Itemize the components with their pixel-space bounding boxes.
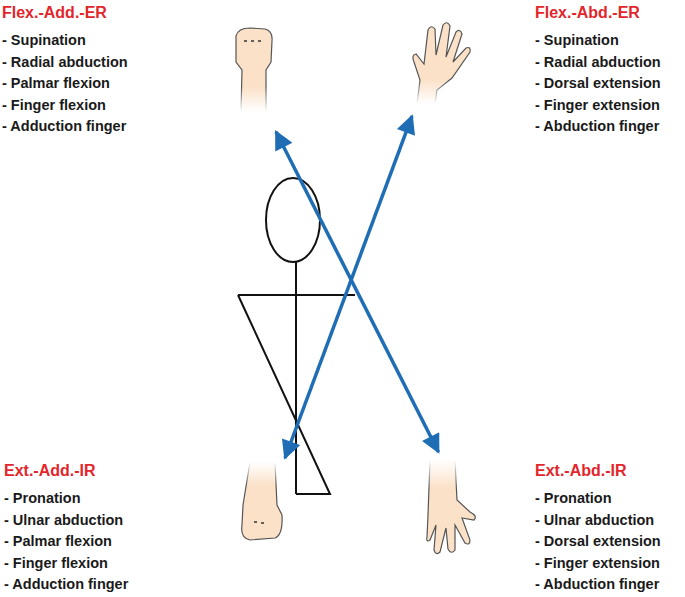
pattern-group: Flex.-Add.-ER - Supination- Radial abduct…: [0, 0, 276, 140]
hand-fist-down: [242, 462, 282, 540]
pattern-item: - Supination: [2, 30, 128, 52]
text-block: Flex.-Add.-ER - Supination- Radial abduct…: [2, 3, 128, 138]
pattern-item: - Pronation: [535, 488, 661, 510]
pattern-group: Flex.-Abd.-ER - Supination- Radial abduct…: [412, 0, 685, 140]
figure-head: [266, 178, 320, 262]
pattern-item: - Finger flexion: [2, 95, 128, 117]
pattern-group: Ext.-Add.-IR - Pronation- Ulnar abduction…: [0, 458, 292, 597]
pattern-item: - Adduction finger: [2, 116, 128, 138]
pattern-item: - Ulnar abduction: [535, 510, 661, 532]
pattern-item: - Finger extension: [535, 95, 661, 117]
pattern-item: - Finger extension: [535, 553, 661, 575]
pattern-item: - Dorsal extension: [535, 73, 661, 95]
pattern-item: - Finger flexion: [4, 553, 128, 575]
text-block: Ext.-Abd.-IR - Pronation- Ulnar abduction…: [535, 461, 661, 596]
pattern-item: - Radial abduction: [2, 52, 128, 74]
pattern-item: - Radial abduction: [535, 52, 661, 74]
hand-open-down: [427, 460, 476, 554]
connector-group: [285, 116, 412, 458]
stick-figure: [238, 178, 355, 494]
pattern-item: - Dorsal extension: [535, 531, 661, 553]
pattern-group: Ext.-Abd.-IR - Pronation- Ulnar abduction…: [422, 452, 685, 597]
pattern-item: - Palmar flexion: [2, 73, 128, 95]
connector-group: [276, 132, 438, 452]
figure-body: [295, 262, 297, 494]
pattern-item: - Abduction finger: [535, 574, 661, 596]
pattern-heading: Ext.-Abd.-IR: [535, 461, 661, 481]
pattern-heading: Flex.-Add.-ER: [2, 3, 128, 23]
pattern-heading: Flex.-Abd.-ER: [535, 3, 661, 23]
pattern-item: - Supination: [535, 30, 661, 52]
pattern-item: - Adduction finger: [4, 574, 128, 596]
pattern-heading: Ext.-Add.-IR: [4, 461, 128, 481]
pattern-item: - Pronation: [4, 488, 128, 510]
text-block: Ext.-Add.-IR - Pronation- Ulnar abduction…: [4, 461, 128, 596]
pattern-item: - Abduction finger: [535, 116, 661, 138]
text-block: Flex.-Abd.-ER - Supination- Radial abduct…: [535, 3, 661, 138]
hand-open-up: [413, 23, 470, 104]
pattern-item: - Ulnar abduction: [4, 510, 128, 532]
movement-arrow: [276, 132, 438, 452]
movement-arrow: [285, 116, 412, 458]
pattern-item: - Palmar flexion: [4, 531, 128, 553]
hand-fist-up: [236, 28, 272, 112]
